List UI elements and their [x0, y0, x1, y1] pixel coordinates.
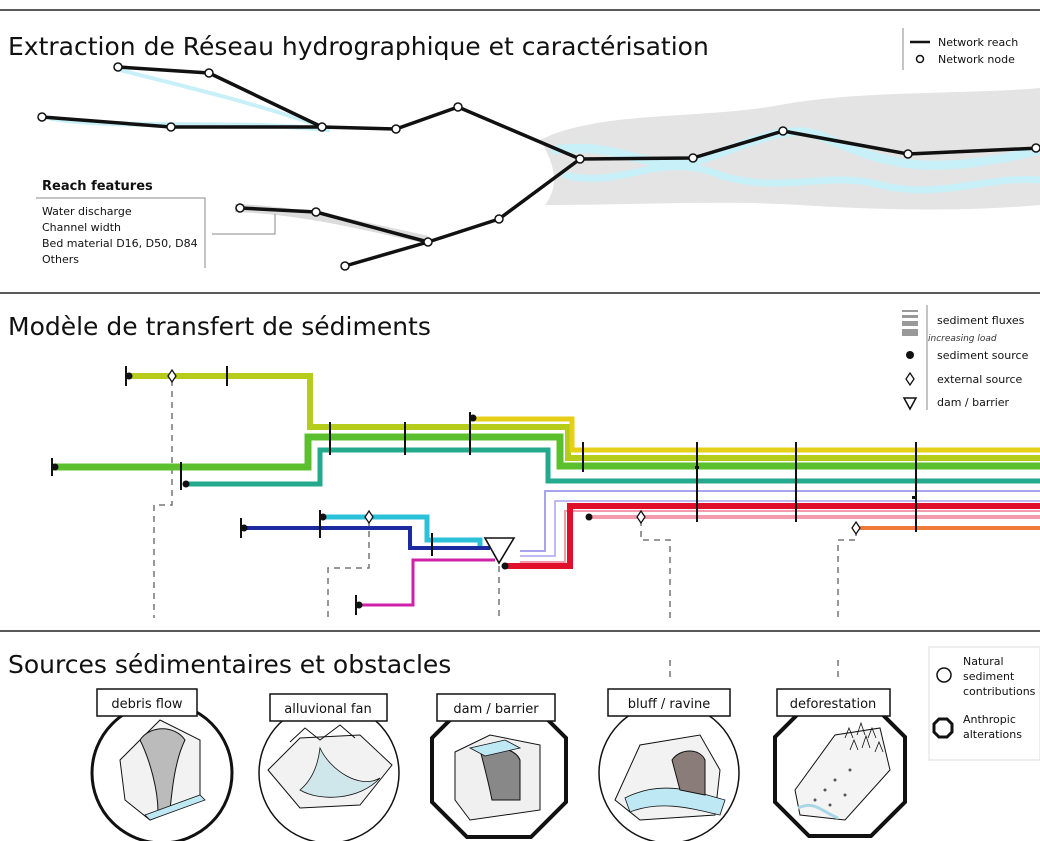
network-node: [317, 122, 327, 132]
sediment-source-legend-icon: [906, 351, 914, 359]
network-node: [37, 112, 47, 122]
reach-features-title: Reach features: [42, 179, 153, 194]
sediment-source-dot: [585, 513, 593, 521]
dam-legend-icon: [902, 397, 918, 411]
network-node: [453, 102, 463, 112]
network-node: [340, 261, 350, 271]
network-nodes: [37, 62, 1040, 271]
source-label: bluff / ravine: [628, 697, 711, 712]
flux-navy: [241, 526, 490, 550]
reach-feature-item: Channel width: [42, 221, 121, 234]
flux-yellowgreen: [126, 373, 1040, 461]
flux-cyan: [320, 514, 483, 548]
network-node: [113, 62, 123, 72]
flux-yellow: [470, 416, 1040, 453]
flux-teal: [183, 447, 1040, 487]
transfer-legend: sediment fluxes increasing load sediment…: [902, 305, 1029, 411]
source-deforestation: deforestation: [773, 688, 907, 838]
source-alluvional-fan: alluvional fan: [258, 693, 400, 841]
flux-pink-thin: [520, 510, 1040, 563]
flux-legend-icon: [902, 310, 918, 336]
source-label: alluvional fan: [284, 702, 371, 717]
flux-lavender-a: [520, 490, 1040, 552]
network-node: [1031, 143, 1040, 153]
sediment-source-dot: [125, 372, 133, 380]
network-node: [166, 122, 176, 132]
source-bluff-ravine: bluff / ravine: [598, 688, 740, 841]
legend-sediment-source: sediment source: [937, 349, 1029, 362]
legend-external-source: external source: [937, 373, 1023, 386]
source-label-box: [607, 688, 731, 717]
source-label-box: [436, 693, 556, 722]
source-label-box: [269, 693, 388, 722]
legend-sediment-fluxes: sediment fluxes: [937, 314, 1025, 327]
flux-lavender-b: [520, 500, 1040, 557]
anthropic-legend-icon: [932, 717, 954, 739]
legend-natural-line2: sediment: [963, 670, 1015, 683]
reach-feature-item: Water discharge: [42, 205, 132, 218]
network-node: [575, 154, 585, 164]
network-node: [311, 207, 321, 217]
flux-green: [52, 433, 1040, 471]
river-background: [49, 68, 1040, 244]
reach-features-box: Reach features Water discharge Channel w…: [36, 179, 276, 268]
transfer-section-title: Modèle de transfert de sédiments: [8, 312, 431, 341]
reach-separators: [51, 366, 917, 615]
network-section-title: Extraction de Réseau hydrographique et c…: [8, 32, 709, 61]
source-label-box: [96, 688, 198, 717]
network-node: [204, 68, 214, 78]
sources-legend: Natural sediment contributions Anthropic…: [928, 646, 1040, 761]
sediment-source-dot: [319, 513, 327, 521]
network-node: [688, 153, 698, 163]
source-label: dam / barrier: [453, 702, 539, 717]
external-source-diamond: [364, 509, 374, 525]
network-node: [778, 126, 788, 136]
network-legend: Network reach Network node: [902, 28, 1018, 70]
source-debris-flow: debris flow: [90, 688, 234, 841]
external-source-legend-icon: [905, 371, 915, 387]
network-node: [494, 214, 504, 224]
network-reach: [41, 105, 581, 161]
legend-dam-barrier: dam / barrier: [937, 396, 1010, 409]
dam-marker: [483, 537, 516, 565]
legend-anthropic-line1: Anthropic: [963, 713, 1016, 726]
network-node: [903, 149, 913, 159]
sediment-source-dot: [182, 480, 190, 488]
source-label: deforestation: [790, 697, 877, 712]
natural-legend-icon: [936, 667, 952, 683]
sediment-source-dot: [240, 524, 248, 532]
sediment-source-dot: [355, 601, 363, 609]
reach-feature-item: Others: [42, 253, 79, 266]
network-node: [391, 124, 401, 134]
network-node: [235, 203, 245, 213]
node-legend-marker: [915, 54, 925, 64]
source-dam-barrier: dam / barrier: [430, 693, 568, 839]
flux-ticks: [695, 466, 917, 499]
flux-magenta: [356, 558, 495, 607]
source-label-box: [776, 688, 891, 717]
external-source-diamond: [851, 520, 861, 536]
sources-section-title: Sources sédimentaires et obstacles: [8, 650, 451, 679]
sediment-source-dot: [51, 463, 59, 471]
legend-natural-line3: contributions: [963, 685, 1036, 698]
network-node: [423, 237, 433, 247]
legend-network-node: Network node: [938, 53, 1015, 66]
external-source-diamond: [636, 509, 646, 525]
legend-natural-line1: Natural: [963, 655, 1004, 668]
legend-network-reach: Network reach: [938, 36, 1018, 49]
source-connectors: [153, 380, 857, 680]
external-source-diamond: [167, 368, 177, 384]
flux-reaches: [52, 373, 1040, 607]
reach-feature-item: Bed material D16, D50, D84: [42, 237, 198, 250]
legend-increasing-load: increasing load: [928, 334, 997, 344]
sediment-source-dot: [469, 414, 477, 422]
sediment-source-dot: [501, 562, 509, 570]
sediment-sources: [51, 372, 593, 609]
legend-anthropic-line2: alterations: [963, 728, 1022, 741]
flux-red: [505, 503, 1040, 569]
source-label: debris flow: [111, 697, 183, 712]
external-sources: [167, 368, 861, 536]
network-reach: [239, 206, 430, 268]
